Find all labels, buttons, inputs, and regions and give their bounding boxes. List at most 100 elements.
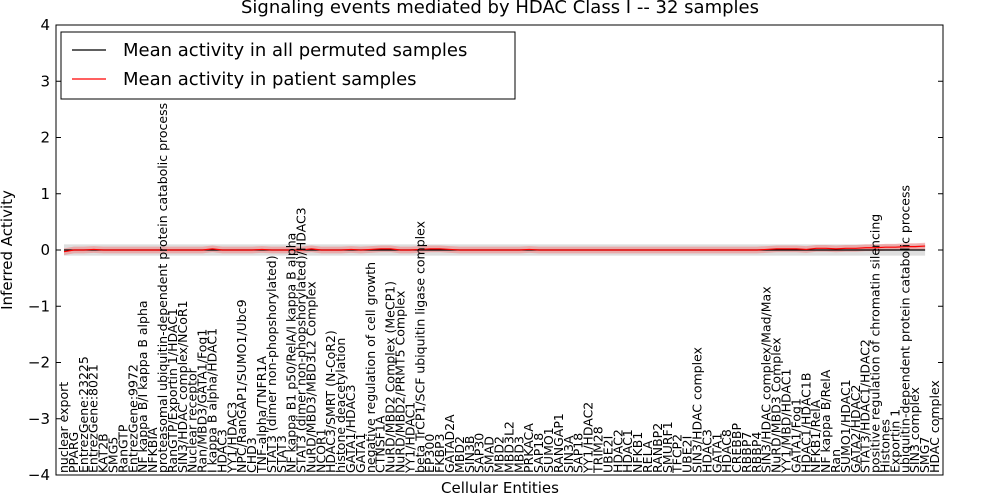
x-tick-label: CREBBP bbox=[729, 423, 744, 473]
x-tick-label: NFKB1/RelA bbox=[808, 399, 823, 473]
y-tick-label: −3 bbox=[28, 410, 50, 428]
x-tick-label: SMAD bbox=[482, 436, 497, 473]
y-tick-label: −1 bbox=[28, 297, 50, 315]
x-tick-label: SIN3/HDAC complex/Mad/Max bbox=[759, 286, 774, 473]
x-tick-label: RANGAP1 bbox=[551, 413, 566, 473]
x-tick-label: HDAC complex bbox=[927, 380, 942, 473]
x-tick-label: SIN3/HDAC complex bbox=[689, 347, 704, 473]
x-tick-label: GATA1/HDAC3 bbox=[343, 385, 358, 473]
y-tick-label: 3 bbox=[40, 72, 50, 90]
x-tick-label: EntrezGene:9972 bbox=[125, 364, 140, 473]
x-tick-label: PPARG bbox=[66, 432, 81, 473]
x-tick-label: NF kappa B/I kappa B alpha bbox=[135, 300, 150, 473]
x-tick-label: YY1/HDAC1 bbox=[402, 402, 417, 474]
x-tick-label: CHD3 bbox=[244, 437, 259, 473]
x-tick-label: Nuclear receptor bbox=[185, 367, 200, 473]
patient-band bbox=[64, 242, 926, 256]
x-tick-label: beta TrCP1/SCF ubiquitin ligase complex bbox=[412, 221, 427, 473]
legend: Mean activity in all permuted samples Me… bbox=[60, 31, 516, 100]
x-tick-label: MBD3 bbox=[511, 436, 526, 473]
x-tick-label: MBD3L2 bbox=[501, 421, 516, 473]
y-tick-label: 4 bbox=[40, 16, 50, 34]
x-tick-label: FKBP3 bbox=[432, 434, 447, 473]
x-tick-label: SMURF1 bbox=[660, 421, 675, 473]
x-tick-label: GATA1/Fog1 bbox=[788, 398, 803, 473]
y-tick-label: −4 bbox=[28, 466, 50, 484]
x-tick-label: GATA1 bbox=[353, 433, 368, 473]
x-tick-label: GATAD2A bbox=[442, 414, 457, 473]
legend-box bbox=[60, 31, 516, 100]
x-tick-label: SMG7 bbox=[917, 437, 932, 473]
x-tick-label: SAP30 bbox=[472, 433, 487, 473]
patient-mean-line bbox=[63, 245, 926, 253]
x-tick-label: HDAC3 bbox=[214, 429, 229, 473]
x-tick-label: Ran bbox=[828, 449, 843, 473]
x-tick-label: TRIM28 bbox=[590, 426, 605, 474]
x-tick-label: SMG5 bbox=[105, 437, 120, 473]
x-tick-label: CTNSF1A bbox=[373, 415, 388, 473]
x-tick-label: GATA1 bbox=[709, 433, 724, 473]
x-tick-label: SIN3/HDAC complex/NCoR1 bbox=[175, 300, 190, 473]
x-tick-label: NF kappa B1 p50/RelA/I kappa B alpha bbox=[284, 233, 299, 473]
x-tick-label: YY1/MBD/HDAC1 bbox=[779, 369, 794, 474]
x-tick-label: SUMO1 bbox=[541, 427, 556, 473]
x-tick-label: NuRD/MBD3 Complex bbox=[769, 337, 784, 473]
x-tick-label: YY1/HDAC3 bbox=[224, 402, 239, 474]
x-tick-label: MBD2 bbox=[492, 436, 507, 473]
x-tick-label: STAT3 (dimer non-phopshorylated)/HDAC3 bbox=[294, 207, 309, 473]
x-tick-label: RELA bbox=[640, 440, 655, 473]
x-tick-label: STAT3 bbox=[274, 435, 289, 473]
x-tick-label: SAP18 bbox=[571, 433, 586, 473]
x-tick-label: EP300 bbox=[422, 434, 437, 473]
x-tick-label: HDAC2 bbox=[610, 429, 625, 473]
x-tick-label: NPC/RanGAP1/SUMO1/Ubc9 bbox=[234, 299, 249, 473]
series-lines bbox=[63, 245, 926, 253]
x-tick-label: NuRD/MBD3/MBD3L2 Complex bbox=[303, 281, 318, 473]
x-tick-label: HDAC1/HDAC1B bbox=[798, 373, 813, 473]
x-tick-label: RanGTP/Exportin 1/HDAC1 bbox=[165, 308, 180, 473]
x-tick-label: SUMO1/HDAC1 bbox=[838, 379, 853, 473]
x-tick-label: SIN3B bbox=[462, 436, 477, 474]
x-tick-label: SAP18 bbox=[531, 433, 546, 473]
x-tick-label: HDAC1 bbox=[620, 429, 635, 473]
x-tick-label: NuRD/MBD2/PRMT5 Complex bbox=[393, 291, 408, 473]
x-tick-label: STAT3/HDAC1/HDAC2 bbox=[858, 339, 873, 473]
plot-frame bbox=[55, 24, 944, 476]
x-tick-label: GATA2/HDAC2 bbox=[848, 385, 863, 473]
chart-title: Signaling events mediated by HDAC Class … bbox=[241, 0, 759, 18]
x-tick-label: STAT3 (dimer non-phopshorylated) bbox=[264, 255, 279, 473]
x-tick-label: YY1/HDAC2 bbox=[581, 402, 596, 474]
x-tick-label: SIN3A bbox=[561, 435, 576, 473]
x-tick-label: MBD2 bbox=[452, 436, 467, 473]
x-tick-label: positive regulation of chromatin silenci… bbox=[868, 214, 883, 473]
x-axis-tick-labels: nuclear exportPPARGEntrezGene:23225Entre… bbox=[56, 103, 942, 474]
x-tick-label: EntrezGene:8021 bbox=[86, 364, 101, 473]
x-tick-label: RANBP2 bbox=[650, 423, 665, 473]
y-axis-label: Inferred Activity bbox=[0, 190, 16, 310]
x-tick-label: Ran/MBD3/GATA1/Fog1 bbox=[195, 329, 210, 473]
x-tick-label: UBE2I bbox=[600, 436, 615, 473]
legend-label-patient: Mean activity in patient samples bbox=[123, 69, 417, 90]
x-tick-label: NFKBIA bbox=[145, 427, 160, 473]
x-tick-label: RanGTP bbox=[115, 424, 130, 473]
x-tick-label: KAT2B bbox=[96, 433, 111, 473]
x-tick-label: SIN3 complex bbox=[907, 387, 922, 473]
x-tick-label: TNF-alpha/TNFR1A bbox=[254, 356, 269, 474]
y-tick-label: 0 bbox=[40, 241, 50, 259]
x-tick-label: HDAC3/SMRT (N-CoR2) bbox=[323, 330, 338, 473]
x-tick-label: RBBP7 bbox=[739, 432, 754, 473]
y-tick-label: 2 bbox=[40, 129, 50, 147]
x-tick-label: NCOR1 bbox=[313, 428, 328, 473]
y-tick-label: −2 bbox=[28, 354, 50, 372]
x-tick-label: histone deacetylation bbox=[333, 338, 348, 473]
x-tick-label: Exportin 1 bbox=[887, 409, 902, 473]
x-tick-label: I kappa B alpha/HDAC1 bbox=[204, 328, 219, 473]
x-tick-label: NuRD/MBD2 Complex (MeCP1) bbox=[383, 281, 398, 473]
x-tick-label: negative regulation of cell growth bbox=[363, 262, 378, 473]
x-tick-label: TFCP2 bbox=[670, 434, 685, 474]
x-tick-label: Histones bbox=[878, 419, 893, 473]
x-tick-label: UBE2I bbox=[680, 436, 695, 473]
x-tick-label: PRKACA bbox=[521, 423, 536, 473]
